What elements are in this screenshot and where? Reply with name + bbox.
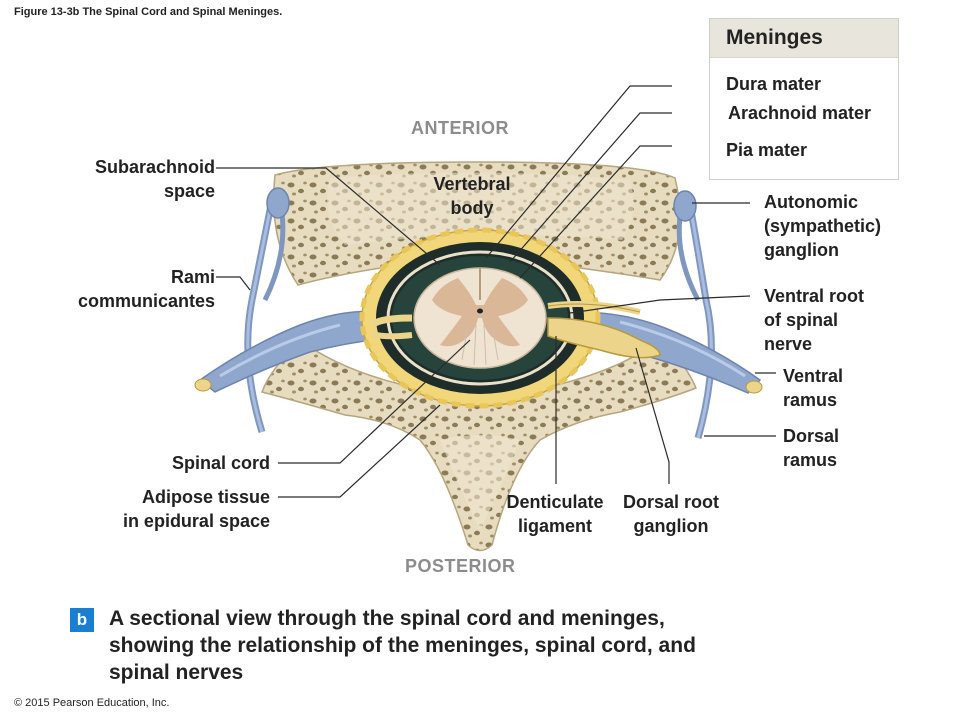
- label-denticulate-ligament: Denticulate ligament: [506, 492, 604, 536]
- anterior-label: ANTERIOR: [411, 118, 509, 138]
- sympathetic-trunk-left: [244, 187, 290, 434]
- legend-pia-mater: Pia mater: [726, 140, 808, 160]
- label-rami-communicantes: Rami communicantes: [77, 267, 215, 311]
- vertebral-arch-bone: [261, 339, 697, 552]
- legend-dura-mater: Dura mater: [726, 74, 822, 94]
- label-subarachnoid-space: Subarachnoid space: [94, 157, 215, 201]
- label-adipose-tissue: Adipose tissue in epidural space: [122, 487, 270, 531]
- vertebral-body-bone: [272, 161, 681, 286]
- label-ventral-ramus: Ventral ramus: [783, 366, 844, 410]
- label-dorsal-root-ganglion: Dorsal root ganglion: [622, 492, 719, 536]
- spinal-roots-left: [369, 314, 413, 340]
- label-spinal-cord: Spinal cord: [171, 453, 270, 473]
- leader-lines: [216, 85, 776, 498]
- posterior-label: POSTERIOR: [405, 556, 516, 576]
- label-dorsal-ramus: Dorsal ramus: [783, 426, 840, 470]
- figure-title: Figure 13-3b The Spinal Cord and Spinal …: [14, 6, 283, 18]
- part-badge: b: [70, 608, 94, 632]
- label-vertebral-body: Vertebral body: [433, 174, 511, 218]
- spinal-cord-section: [413, 267, 547, 369]
- legend-arachnoid-mater: Arachnoid mater: [728, 103, 872, 123]
- spinal-nerve-left: [194, 310, 389, 393]
- copyright-notice: © 2015 Pearson Education, Inc.: [14, 697, 170, 709]
- figure-caption: A sectional view through the spinal cord…: [109, 607, 696, 684]
- label-ventral-root: Ventral root of spinal nerve: [764, 286, 865, 354]
- legend-title: Meninges: [710, 19, 898, 58]
- dorsal-root-ganglion-shape: [547, 301, 661, 359]
- label-autonomic-ganglion: Autonomic (sympathetic) ganglion: [764, 192, 882, 260]
- meninges-legend: Meninges Dura mater Arachnoid mater Pia …: [709, 18, 899, 180]
- sympathetic-trunk-right: [673, 190, 715, 439]
